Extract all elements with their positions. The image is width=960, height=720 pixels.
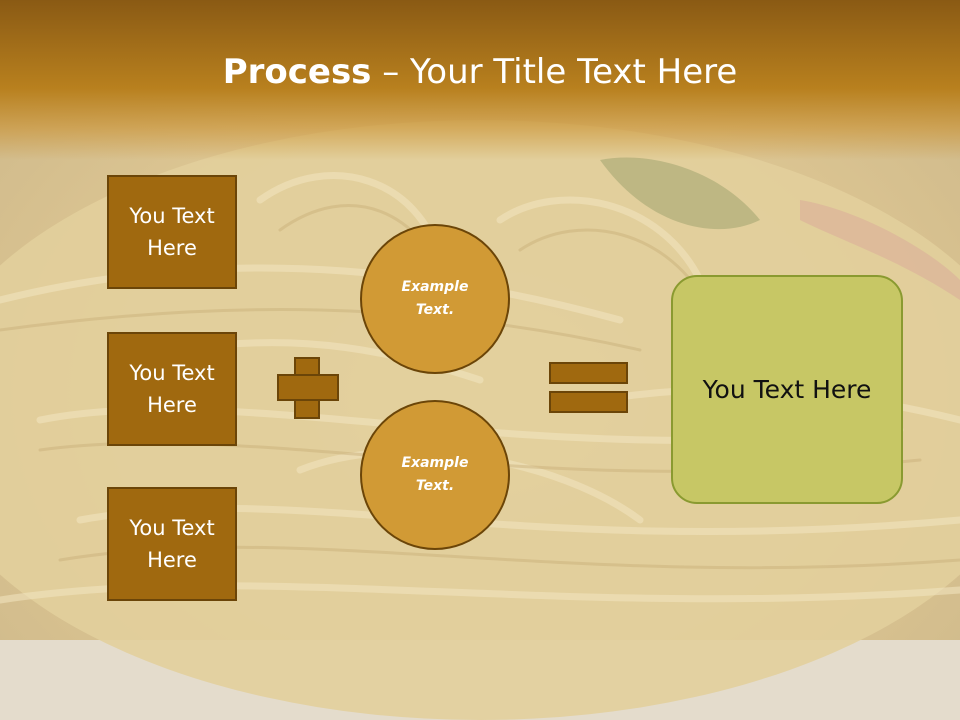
input-box-2[interactable]: You Text Here — [107, 332, 237, 446]
title-rest: – Your Title Text Here — [371, 52, 738, 92]
title-banner — [0, 0, 960, 160]
example-circle-2[interactable]: Example Text. — [360, 400, 510, 550]
plus-sign-center — [296, 376, 318, 399]
example-circle-label: Example Text. — [401, 279, 469, 318]
title-bold: Process — [222, 52, 372, 92]
result-box[interactable]: You Text Here — [671, 275, 903, 504]
slide-title: Process – Your Title Text Here — [0, 52, 960, 92]
input-box-label: You Text Here — [129, 516, 215, 572]
example-circle-1[interactable]: Example Text. — [360, 224, 510, 374]
equals-sign-bottom-bar — [549, 391, 628, 413]
equals-sign-top-bar — [549, 362, 628, 384]
input-box-1[interactable]: You Text Here — [107, 175, 237, 289]
input-box-label: You Text Here — [129, 204, 215, 260]
input-box-3[interactable]: You Text Here — [107, 487, 237, 601]
example-circle-label: Example Text. — [401, 455, 469, 494]
input-box-label: You Text Here — [129, 361, 215, 417]
result-box-label: You Text Here — [702, 375, 872, 404]
